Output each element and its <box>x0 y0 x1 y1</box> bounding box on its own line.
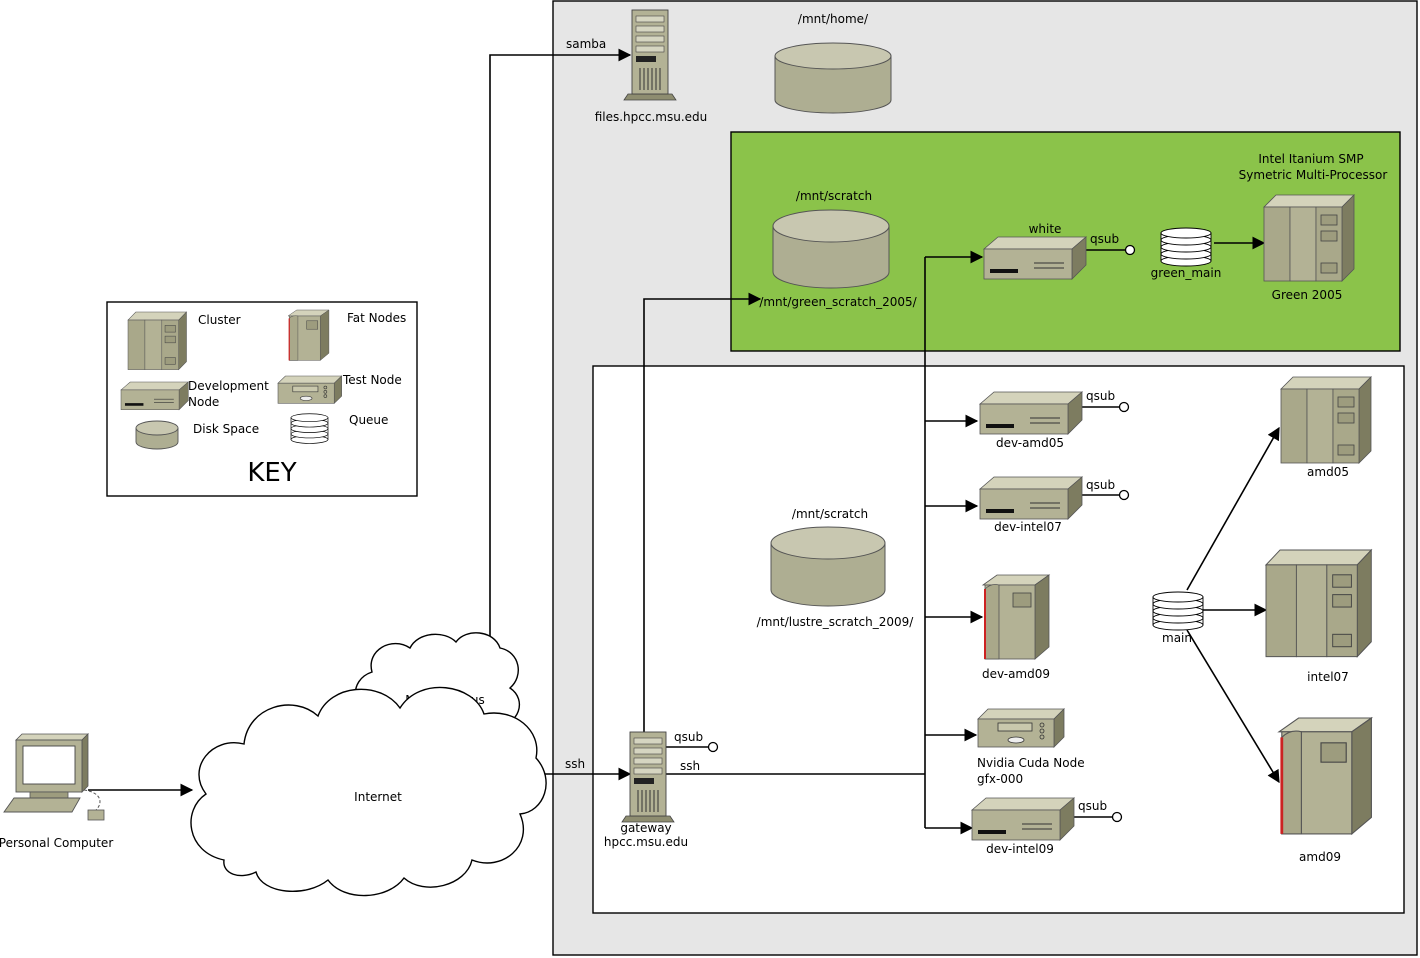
key-legend: Cluster Fat Nodes Development Node Test … <box>106 301 418 497</box>
itanium-line2: Symetric Multi-Processor <box>1239 168 1388 182</box>
qsub-intel07-label: qsub <box>1086 478 1115 492</box>
dev-amd09-label: dev-amd09 <box>982 667 1050 681</box>
green-2005-label: Green 2005 <box>1272 288 1343 302</box>
edge-gateway-green-scratch <box>643 292 762 734</box>
key-dev-node-icon <box>120 381 189 411</box>
key-title: KEY <box>247 458 296 488</box>
ssh-gateway-label: ssh <box>680 759 700 773</box>
cuda-test-node <box>977 708 1065 748</box>
qsub-amd05-label: qsub <box>1086 389 1115 403</box>
mnt-home-label: /mnt/home/ <box>798 12 869 26</box>
dev-amd09-fat-node <box>982 574 1050 660</box>
gateway-server <box>621 731 675 823</box>
dev-amd05-label: dev-amd05 <box>996 436 1064 450</box>
personal-computer-label: Personal Computer <box>0 836 113 850</box>
files-server-label: files.hpcc.msu.edu <box>595 110 708 124</box>
intel07-cluster <box>1265 549 1372 658</box>
key-development-line2: Node <box>188 395 219 409</box>
personal-computer <box>3 733 105 821</box>
ssh-internet-label: ssh <box>565 757 585 771</box>
green-main-queue <box>1160 227 1212 267</box>
dev-intel07-label: dev-intel07 <box>994 520 1062 534</box>
white-label: white <box>1029 222 1062 236</box>
green-main-label: green_main <box>1151 266 1222 280</box>
mnt-home-disk <box>774 42 892 114</box>
dev-amd05-node <box>979 391 1083 435</box>
cuda-line1: Nvidia Cuda Node <box>977 756 1085 770</box>
key-fat-node-icon <box>287 309 330 362</box>
internet-label: Internet <box>354 790 402 804</box>
intel07-label: intel07 <box>1307 670 1349 684</box>
qsub-intel09-label: qsub <box>1078 799 1107 813</box>
edge-main-amd05 <box>1186 426 1280 591</box>
green-scratch-disk <box>772 209 890 289</box>
key-cluster-icon <box>127 311 187 370</box>
key-disk-space-label: Disk Space <box>193 422 259 436</box>
connections <box>88 48 1280 835</box>
amd09-fat-node <box>1277 716 1373 836</box>
qsub-connectors <box>666 244 1136 823</box>
key-queue-label: Queue <box>349 413 388 427</box>
edge-campus-files <box>489 48 632 655</box>
qsub-gateway-label: qsub <box>674 730 703 744</box>
key-queue-icon <box>290 413 329 444</box>
amd05-label: amd05 <box>1307 465 1349 479</box>
green-2005-cluster <box>1263 194 1355 282</box>
key-development-line1: Development <box>188 379 269 393</box>
gateway-line1: gateway <box>620 821 671 835</box>
amd09-label: amd09 <box>1299 850 1341 864</box>
edge-main-amd09 <box>1186 629 1280 784</box>
key-test-node-label: Test Node <box>342 373 402 387</box>
gateway-line2: hpcc.msu.edu <box>604 835 688 849</box>
white-dev-node <box>983 236 1087 280</box>
internet-cloud <box>190 686 547 897</box>
cuda-line2: gfx-000 <box>977 772 1023 786</box>
qsub-white-label: qsub <box>1090 232 1119 246</box>
main-label: main <box>1162 631 1192 645</box>
lustre-bottom-label: /mnt/lustre_scratch_2009/ <box>757 615 915 629</box>
samba-label: samba <box>566 37 606 51</box>
lustre-scratch-disk <box>770 526 886 607</box>
lustre-top-label: /mnt/scratch <box>792 507 868 521</box>
files-server <box>623 9 677 101</box>
green-scratch-top-label: /mnt/scratch <box>796 189 872 203</box>
amd05-cluster <box>1280 376 1372 464</box>
dev-intel07-node <box>979 476 1083 520</box>
main-queue <box>1152 591 1204 631</box>
key-test-node-icon <box>277 375 342 404</box>
green-scratch-bottom-label: /mnt/green_scratch_2005/ <box>759 295 917 309</box>
key-disk-icon <box>135 420 179 450</box>
dev-intel09-node <box>971 797 1075 841</box>
key-fat-nodes-label: Fat Nodes <box>347 311 406 325</box>
itanium-line1: Intel Itanium SMP <box>1258 152 1363 166</box>
dev-intel09-label: dev-intel09 <box>986 842 1054 856</box>
key-cluster-label: Cluster <box>198 313 241 327</box>
